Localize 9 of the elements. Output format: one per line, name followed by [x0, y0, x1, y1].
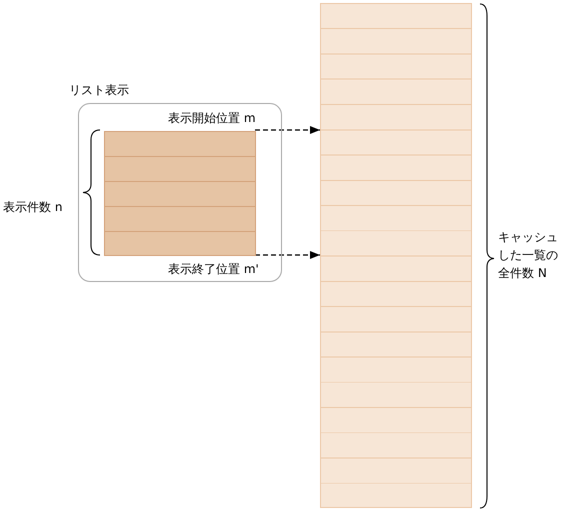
- dashed-arrow: [255, 126, 320, 134]
- total-count-label: キャッシュした一覧の全件数 N: [498, 229, 559, 282]
- end-position-label: 表示終了位置 m': [168, 261, 259, 278]
- cached-list-column: [320, 3, 472, 508]
- start-position-label: 表示開始位置 m: [168, 110, 256, 127]
- group-title: リスト表示: [69, 82, 129, 99]
- dashed-arrow: [255, 251, 320, 259]
- display-count-label: 表示件数 n: [3, 199, 62, 216]
- displayed-rows: [104, 131, 256, 256]
